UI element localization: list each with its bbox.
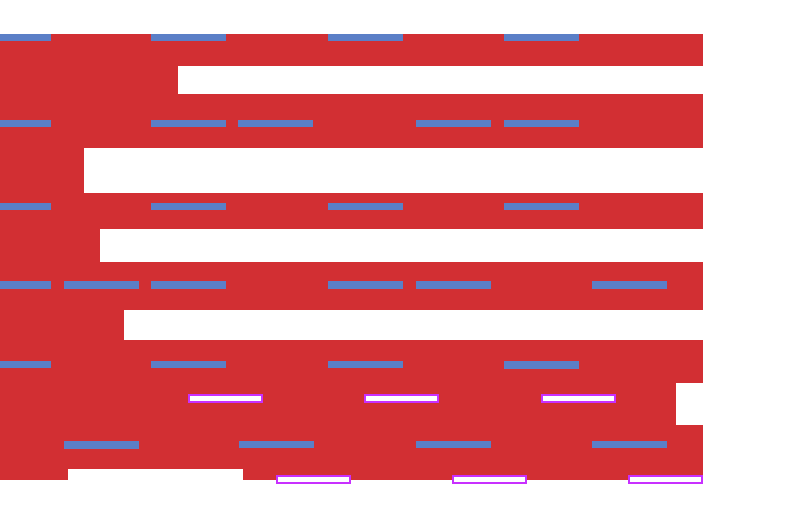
paragraph-5-body <box>0 349 703 421</box>
token-r2-c2[interactable] <box>151 120 226 127</box>
token-r3-c1[interactable] <box>0 203 51 210</box>
token-r4-c4[interactable] <box>328 281 403 289</box>
line-end-gutter-3 <box>100 229 799 262</box>
token-r6-c3[interactable] <box>416 441 491 448</box>
token-r5-c2[interactable] <box>151 361 226 368</box>
token-r4-c5[interactable] <box>416 281 491 289</box>
token-r5-c1[interactable] <box>0 361 51 368</box>
token-r1-c4[interactable] <box>504 34 579 41</box>
token-r4-c2[interactable] <box>64 281 139 289</box>
token-r2-c5[interactable] <box>504 120 579 127</box>
token-r5-c3[interactable] <box>328 361 403 368</box>
token-r2-c3[interactable] <box>238 120 313 127</box>
annotation-box-1[interactable] <box>188 394 263 403</box>
page-right-margin <box>703 34 799 480</box>
token-r4-c6[interactable] <box>592 281 667 289</box>
annotation-box-2[interactable] <box>364 394 439 403</box>
page-bottom-margin <box>0 480 799 509</box>
annotation-box-5[interactable] <box>452 475 527 484</box>
token-r6-c2[interactable] <box>239 441 314 448</box>
token-r3-c3[interactable] <box>328 203 403 210</box>
token-r1-c1[interactable] <box>0 34 51 41</box>
token-r6-c1[interactable] <box>64 441 139 449</box>
annotation-box-3[interactable] <box>541 394 616 403</box>
line-end-gutter-1 <box>178 66 799 94</box>
page-top-margin <box>0 0 799 34</box>
token-r4-c1[interactable] <box>0 281 51 289</box>
token-r3-c2[interactable] <box>151 203 226 210</box>
token-r5-c4[interactable] <box>504 361 579 369</box>
line-end-gutter-2 <box>84 148 799 193</box>
line-end-gutter-4 <box>124 310 799 340</box>
token-r2-c4[interactable] <box>416 120 491 127</box>
token-r6-c4[interactable] <box>592 441 667 448</box>
token-r3-c4[interactable] <box>504 203 579 210</box>
token-r1-c2[interactable] <box>151 34 226 41</box>
annotation-box-6[interactable] <box>628 475 703 484</box>
token-r2-c1[interactable] <box>0 120 51 127</box>
token-r4-c3[interactable] <box>151 281 226 289</box>
token-r1-c3[interactable] <box>328 34 403 41</box>
annotation-box-4[interactable] <box>276 475 351 484</box>
